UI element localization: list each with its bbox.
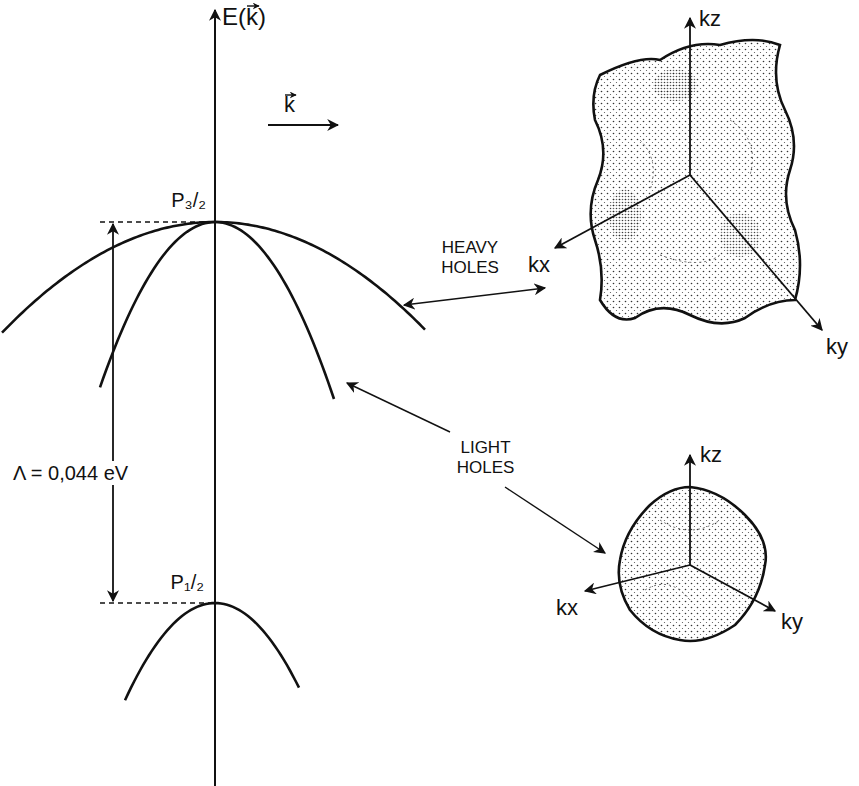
axis-label: ky	[781, 609, 803, 635]
ky-axis	[690, 175, 822, 330]
splitting-value: Λ = 0,044 eV	[10, 461, 131, 485]
leader-arrow	[404, 288, 545, 305]
axis-label: ky	[826, 334, 848, 360]
level-label: P₁/₂	[168, 570, 207, 594]
axis-label: kz	[699, 6, 721, 32]
surface-contour	[645, 520, 720, 600]
level-label: P₃/₂	[168, 188, 209, 212]
surface-shading	[609, 189, 641, 241]
level-guide	[100, 221, 215, 222]
heavy-hole-band	[2, 222, 425, 333]
axis-label: E(k)	[222, 0, 266, 34]
k-direction-arrow	[268, 124, 338, 126]
wavevector-label: k	[284, 90, 295, 121]
band-label: LIGHT HOLES	[438, 438, 533, 479]
split-off-band	[125, 603, 299, 700]
light-hole-band	[100, 222, 334, 399]
surface-contour	[640, 120, 753, 263]
band-curves	[2, 222, 425, 700]
light-hole-surface	[585, 455, 775, 641]
kz-axis	[689, 18, 691, 175]
fermi-surface	[619, 487, 766, 641]
kz-axis	[689, 455, 691, 565]
heavy-hole-surface	[555, 18, 822, 330]
kx-axis	[585, 565, 690, 591]
level-guide	[100, 602, 215, 603]
leader-arrow	[347, 383, 450, 432]
energy-axis	[214, 10, 216, 786]
ky-axis	[690, 565, 775, 611]
axis-label: kx	[528, 252, 550, 278]
axis-label: kx	[556, 595, 578, 621]
leader-arrow	[505, 487, 605, 553]
band-label: HEAVY HOLES	[425, 238, 515, 279]
axis-label: kz	[700, 442, 722, 468]
kx-axis	[555, 175, 690, 248]
splitting-arrow	[112, 224, 114, 601]
